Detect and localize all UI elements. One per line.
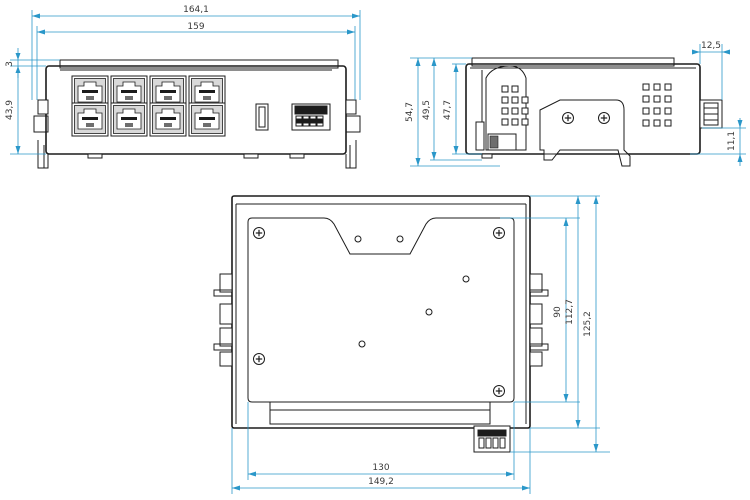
- dim-front-height: 43,9: [5, 100, 15, 120]
- side-view: [465, 57, 723, 167]
- dimension-labels: 164,1 159 3 43,9 54,7 49,5 47,7 12,5 11,…: [5, 5, 737, 487]
- dim-top-overall-height: 125,2: [583, 311, 593, 337]
- dim-side-height-mid: 49,5: [422, 100, 432, 120]
- dim-side-height-total: 54,7: [405, 102, 415, 122]
- front-view: [33, 59, 361, 169]
- dim-top-overall-width: 149,2: [368, 477, 394, 487]
- top-dimensions: [231, 195, 610, 494]
- dim-front-inner-width: 159: [187, 22, 204, 32]
- dim-side-height-inner: 47,7: [443, 100, 453, 120]
- dim-side-depth: 12,5: [701, 41, 721, 51]
- side-dimensions: [410, 44, 746, 167]
- dim-front-top-offset: 3: [5, 61, 15, 67]
- front-dimensions: [10, 10, 361, 155]
- dim-top-inner-width: 130: [372, 463, 389, 473]
- dim-side-bottom-offset: 11,1: [727, 131, 737, 151]
- dim-front-overall-width: 164,1: [183, 5, 209, 15]
- dim-top-inner-height: 90: [553, 306, 563, 318]
- top-view: [213, 195, 549, 453]
- dim-top-mid-height: 112,7: [565, 299, 575, 325]
